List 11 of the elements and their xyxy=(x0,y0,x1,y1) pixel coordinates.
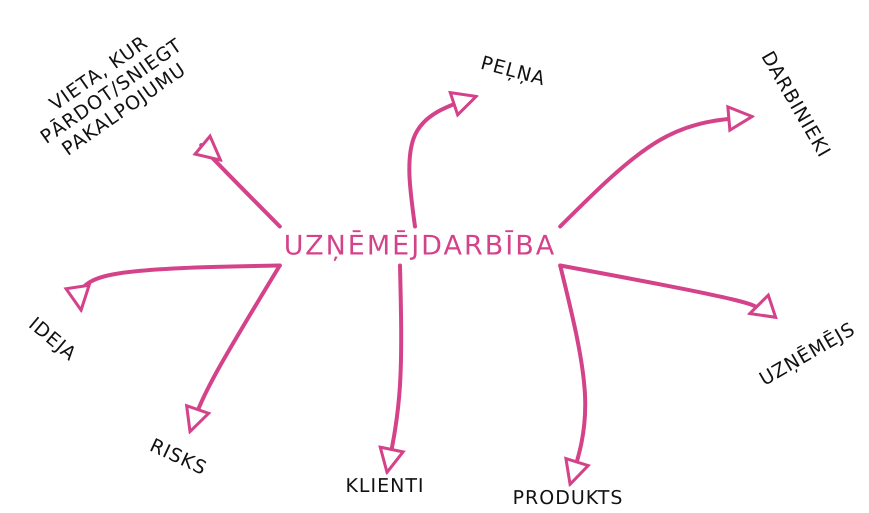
curved-arrow xyxy=(558,264,590,486)
curved-arrow xyxy=(558,264,778,319)
curved-arrow xyxy=(64,264,282,312)
topic-label: PEĻŅA xyxy=(478,52,548,92)
topic-label: PRODUKTS xyxy=(512,488,624,510)
curved-arrow xyxy=(378,264,405,474)
topic-label: KLIENTI xyxy=(345,476,425,498)
curved-arrow xyxy=(407,91,478,228)
title-text: UZŅĒMĒJDARBĪBA xyxy=(284,230,556,262)
curved-arrow xyxy=(194,134,282,228)
curved-arrow xyxy=(558,105,754,228)
